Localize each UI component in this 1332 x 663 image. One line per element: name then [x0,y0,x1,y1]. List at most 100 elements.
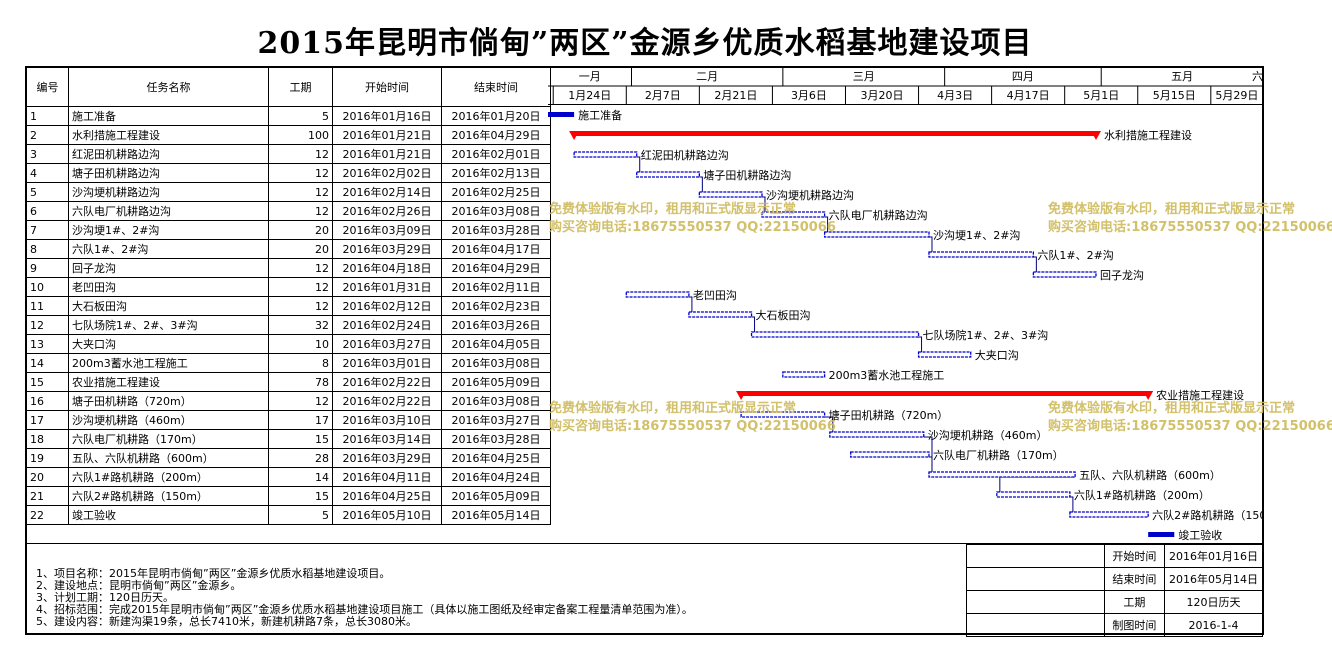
note-line: 1、项目名称：2015年昆明市倘甸”两区”金源乡优质水稻基地建设项目。 [36,567,391,580]
gantt-area: 施工准备水利措施工程建设红泥田机耕路边沟塘子田机耕路边沟沙沟埂机耕路边沟六队电厂… [548,105,1288,545]
week-tick-label: 2月7日 [645,89,681,102]
task-duration-cell: 20 [268,220,333,240]
task-bar [1069,511,1149,518]
bar-label: 大石板田沟 [756,308,811,322]
info-drawn-value: 2016-1-4 [1163,613,1264,637]
bar-label: 红泥田机耕路边沟 [641,148,729,162]
task-id-cell: 10 [26,277,69,297]
task-name-cell: 大夹口沟 [68,334,269,354]
bar-label: 200m3蓄水池工程施工 [829,369,945,382]
task-duration-cell: 12 [268,258,333,278]
bar-label: 五队、六队机耕路（600m） [1079,468,1221,482]
task-start-cell: 2016年01月31日 [332,277,442,297]
task-bar [928,251,1035,258]
task-id-cell: 18 [26,429,69,449]
task-id-cell: 15 [26,372,69,392]
project-notes: 1、项目名称：2015年昆明市倘甸”两区”金源乡优质水稻基地建设项目。 2、建设… [36,568,693,628]
task-name-cell: 水利措施工程建设 [68,125,269,145]
bar-label: 农业措施工程建设 [1156,388,1244,402]
task-end-cell: 2016年03月28日 [441,429,551,449]
task-bar [636,171,701,178]
task-start-cell: 2016年04月18日 [332,258,442,278]
task-name-cell: 红泥田机耕路边沟 [68,144,269,164]
task-end-cell: 2016年03月08日 [441,201,551,221]
col-header-name: 任务名称 [68,67,269,107]
week-tick-label: 5月29日 [1215,89,1258,102]
task-duration-cell: 17 [268,410,333,430]
bar-label: 六队电厂机耕路边沟 [829,208,928,222]
task-name-cell: 沙沟埂1#、2#沟 [68,220,269,240]
task-id-cell: 5 [26,182,69,202]
task-start-cell: 2016年04月11日 [332,467,442,487]
info-start-label: 开始时间 [1103,544,1165,568]
task-start-cell: 2016年03月14日 [332,429,442,449]
task-name-cell: 农业措施工程建设 [68,372,269,392]
task-id-cell: 14 [26,353,69,373]
task-bar [1148,532,1175,537]
note-line: 3、计划工期：120日历天。 [36,591,174,604]
task-end-cell: 2016年03月08日 [441,353,551,373]
gantt-chart: 施工准备水利措施工程建设红泥田机耕路边沟塘子田机耕路边沟沙沟埂机耕路边沟六队电厂… [548,108,1288,542]
month-label: 一月 [579,70,601,83]
footer-panel: 1、项目名称：2015年昆明市倘甸”两区”金源乡优质水稻基地建设项目。 2、建设… [26,543,1264,637]
task-start-cell: 2016年03月09日 [332,220,442,240]
summary-start-marker [736,391,747,400]
task-end-cell: 2016年02月11日 [441,277,551,297]
dependency-link [999,476,1076,492]
dependency-link [928,236,933,252]
task-name-cell: 六队电厂机耕路（170m） [68,429,269,449]
bar-label: 施工准备 [578,108,622,122]
task-id-cell: 20 [26,467,69,487]
week-tick-label: 4月3日 [937,89,973,102]
task-name-cell: 大石板田沟 [68,296,269,316]
bar-label: 沙沟埂机耕路边沟 [766,188,854,202]
task-start-cell: 2016年03月29日 [332,239,442,259]
task-end-cell: 2016年04月25日 [441,448,551,468]
info-duration-value: 120日历天 [1163,590,1264,614]
bar-label: 沙沟埂1#、2#沟 [933,229,1020,242]
task-duration-cell: 12 [268,391,333,411]
col-header-start: 开始时间 [332,67,442,107]
task-end-cell: 2016年03月26日 [441,315,551,335]
task-bar [688,311,753,318]
task-bar [1032,271,1097,278]
task-duration-cell: 8 [268,353,333,373]
task-bar [750,331,920,338]
task-end-cell: 2016年05月09日 [441,372,551,392]
task-bar [917,351,972,358]
task-bar [928,471,1076,478]
dependency-link [761,196,766,212]
task-start-cell: 2016年02月12日 [332,296,442,316]
task-id-cell: 17 [26,410,69,430]
task-bar [829,431,925,438]
note-line: 4、招标范围：完成2015年昆明市倘甸”两区”金源乡优质水稻基地建设项目施工（具… [36,603,693,616]
task-end-cell: 2016年05月14日 [441,505,551,525]
task-name-cell: 六队1#、2#沟 [68,239,269,259]
task-id-cell: 22 [26,505,69,525]
task-start-cell: 2016年05月10日 [332,505,442,525]
bar-label: 沙沟埂机耕路（460m） [928,428,1048,442]
task-start-cell: 2016年03月27日 [332,334,442,354]
dependency-link [824,416,834,432]
task-name-cell: 六队1#路机耕路（200m） [68,467,269,487]
task-end-cell: 2016年04月29日 [441,125,551,145]
task-bar [996,491,1071,498]
task-bar [573,151,638,158]
task-name-cell: 六队电厂机耕路边沟 [68,201,269,221]
task-duration-cell: 5 [268,106,333,126]
task-name-cell: 塘子田机耕路（720m） [68,391,269,411]
task-end-cell: 2016年03月08日 [441,391,551,411]
dependency-link [688,296,693,312]
